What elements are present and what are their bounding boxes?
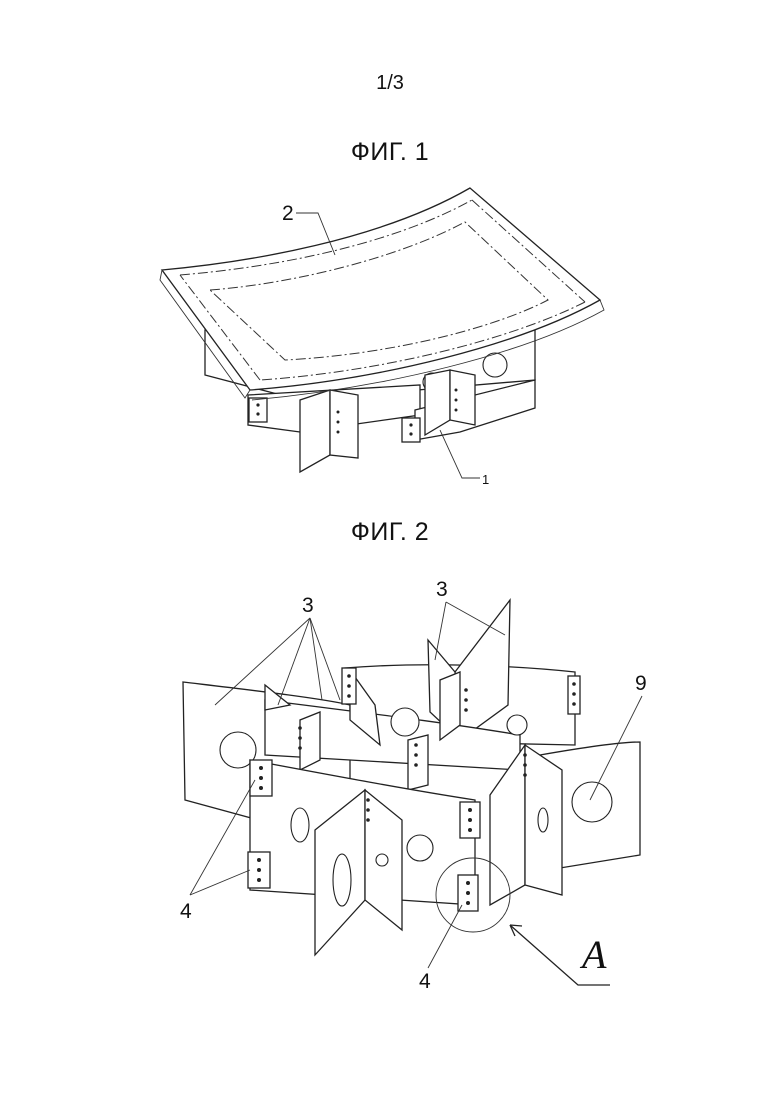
label-detail-view: A <box>579 932 607 977</box>
figure-2-drawing <box>183 600 640 955</box>
label-plate-right: 9 <box>635 672 647 695</box>
label-plates-left: 3 <box>302 594 314 617</box>
label-cover-plate: 2 <box>282 202 294 225</box>
label-plates-right: 3 <box>436 578 448 601</box>
label-hinges-left: 4 <box>180 900 192 923</box>
label-frame: 1 <box>482 472 489 487</box>
label-hinge-bottom: 4 <box>419 970 431 993</box>
